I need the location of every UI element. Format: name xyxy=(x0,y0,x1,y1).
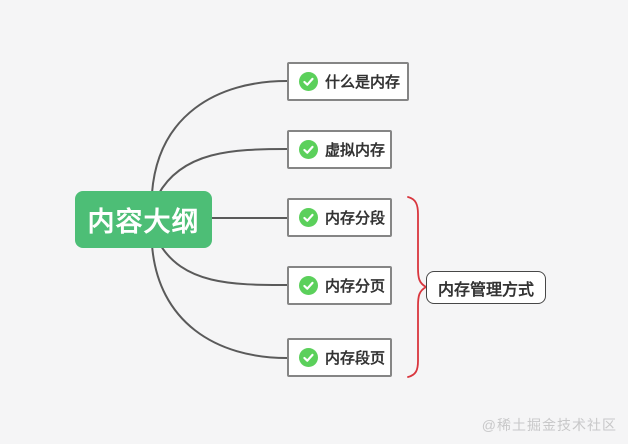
check-circle-icon xyxy=(299,276,318,295)
group-brace xyxy=(407,196,428,378)
connector-branch-5 xyxy=(151,244,288,359)
group-label-memory-management[interactable]: 内存管理方式 xyxy=(426,271,547,304)
branch-label: 内存分页 xyxy=(325,278,386,295)
branch-node-virtual-memory[interactable]: 虚拟内存 xyxy=(287,130,392,169)
branch-label: 内存分段 xyxy=(325,210,386,227)
root-node[interactable]: 内容大纲 xyxy=(75,191,212,248)
connector-branch-1 xyxy=(151,80,288,194)
branch-node-memory-segmentation[interactable]: 内存分段 xyxy=(287,198,392,237)
connector-branch-2 xyxy=(157,148,288,196)
branch-node-memory-paging[interactable]: 内存分页 xyxy=(287,266,392,305)
branch-label: 虚拟内存 xyxy=(325,142,386,159)
check-circle-icon xyxy=(299,348,318,367)
check-circle-icon xyxy=(299,208,318,227)
check-circle-icon xyxy=(299,72,318,91)
branch-node-memory-segment-page[interactable]: 内存段页 xyxy=(287,338,392,377)
check-circle-icon xyxy=(299,140,318,159)
branch-node-what-is-memory[interactable]: 什么是内存 xyxy=(287,62,409,101)
branch-label: 内存段页 xyxy=(325,350,386,367)
watermark-text: @稀土掘金技术社区 xyxy=(481,417,617,433)
branch-label: 什么是内存 xyxy=(325,74,401,91)
